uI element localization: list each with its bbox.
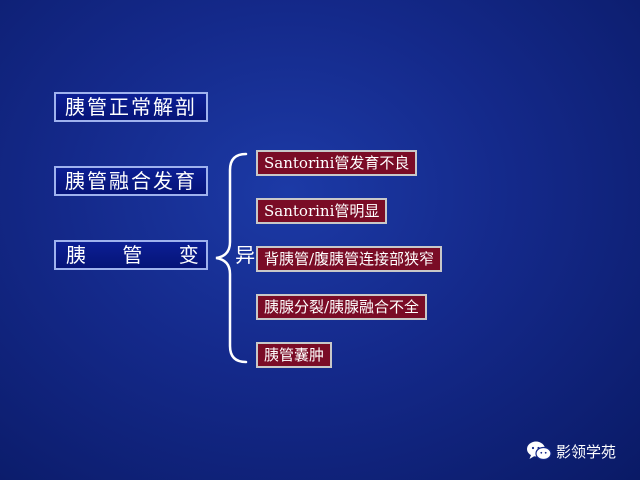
watermark: 影领学苑 bbox=[526, 440, 616, 462]
watermark-text: 影领学苑 bbox=[556, 442, 617, 461]
box-pancreatic-duct-variants: 胰 管 变 异 bbox=[54, 240, 255, 270]
box-pancreatic-duct-normal-anatomy: 胰管正常解剖 bbox=[54, 92, 208, 122]
box-pancreas-divisum: 胰腺分裂/胰腺融合不全 bbox=[256, 294, 428, 320]
box-pancreatic-duct-cyst: 胰管囊肿 bbox=[256, 342, 333, 368]
box-santorini-duct-prominent: Santorini管明显 bbox=[256, 198, 388, 224]
curly-brace bbox=[215, 152, 248, 364]
box-santorini-duct-hypoplasia: Santorini管发育不良 bbox=[256, 150, 418, 176]
box-dorsal-ventral-junction-stenosis: 背胰管/腹胰管连接部狭窄 bbox=[256, 246, 443, 272]
box-pancreatic-duct-fusion-development: 胰管融合发育 bbox=[54, 166, 208, 196]
wechat-icon bbox=[527, 441, 552, 461]
